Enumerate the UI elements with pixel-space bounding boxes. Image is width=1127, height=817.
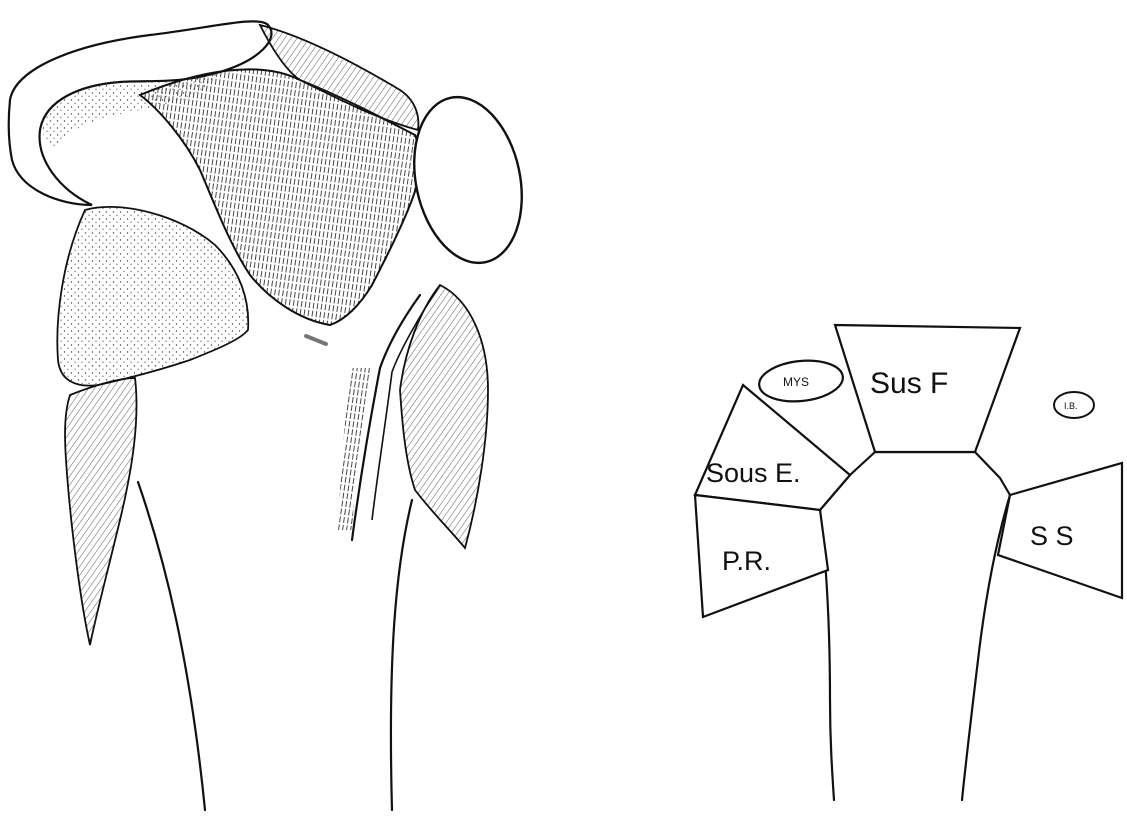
sous-e-label: Sous E. bbox=[706, 458, 801, 488]
humerus-shaft-right bbox=[391, 500, 412, 810]
anterior-muscle-shading bbox=[400, 285, 488, 548]
sus-f-label: Sus F bbox=[870, 367, 948, 400]
sous-e-region bbox=[695, 385, 850, 510]
schematic-head-outline bbox=[820, 452, 1010, 510]
humerus-shaft-left bbox=[138, 482, 205, 810]
insertion-schematic: Sus F Sous E. P.R. S S MYS I.B. bbox=[695, 325, 1122, 800]
shoulder-illustration bbox=[9, 21, 537, 810]
humeral-head-section bbox=[400, 87, 537, 273]
oval-right-label: I.B. bbox=[1064, 401, 1078, 411]
posterior-muscle-shading bbox=[57, 207, 248, 386]
small-marker bbox=[306, 336, 326, 344]
teres-muscle-shading bbox=[65, 378, 136, 645]
p-r-label: P.R. bbox=[722, 546, 771, 576]
oval-top-label: MYS bbox=[783, 375, 809, 389]
s-s-label: S S bbox=[1030, 521, 1074, 551]
tendon-hatch bbox=[338, 368, 372, 530]
